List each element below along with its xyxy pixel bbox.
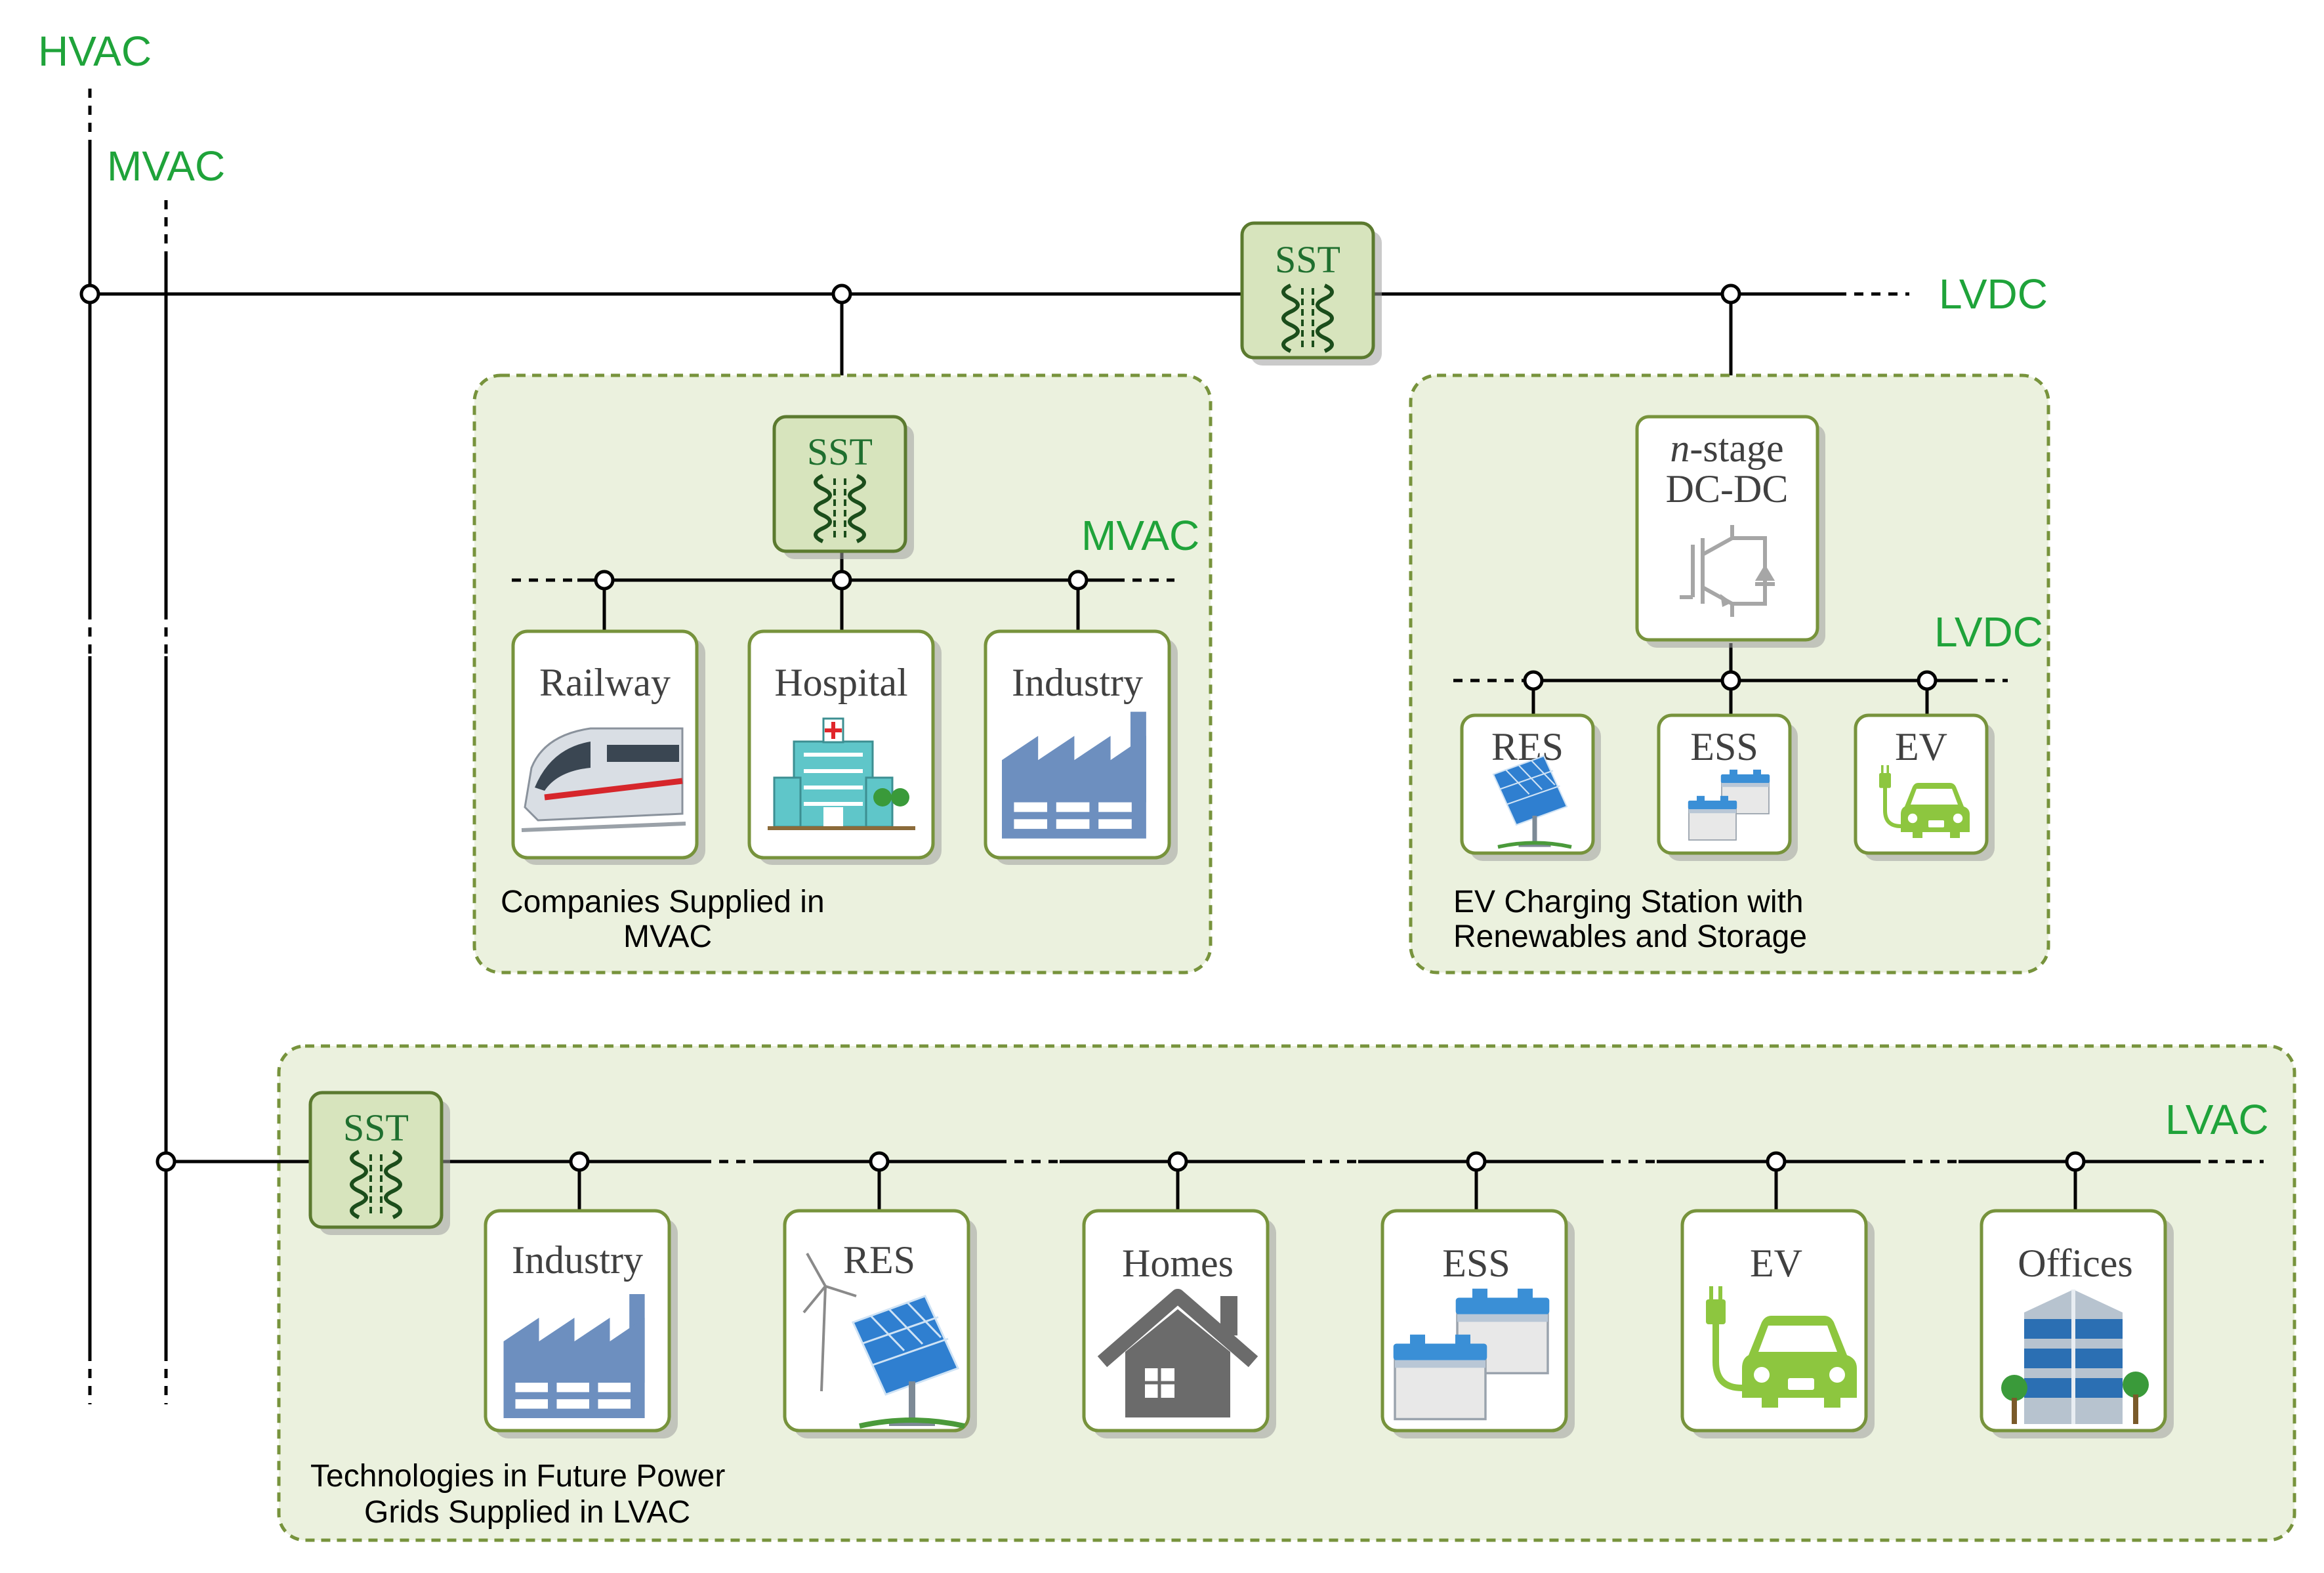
ev-station-group: n-stage DC-DC LVDC (1409, 373, 2050, 975)
battery-icon (1687, 795, 1738, 841)
ev-caption-line2: Renewables and Storage (1453, 919, 1807, 954)
sst-top-label: SST (1275, 238, 1340, 281)
card-offices: Offices (1980, 1209, 2174, 1438)
card-railway-label: Railway (539, 661, 671, 704)
card-industry-mv-label: Industry (1012, 661, 1143, 704)
lvdc-ev-label: LVDC (1934, 608, 2043, 656)
mvac-label: MVAC (107, 142, 225, 190)
ev-caption-line1: EV Charging Station with (1453, 885, 1804, 919)
battery-icon (1392, 1333, 1489, 1421)
card-ev-dc: EV (1854, 713, 1995, 861)
hvac-label: HVAC (38, 28, 152, 75)
sst-lvac: SST (308, 1091, 450, 1235)
card-res-dc: RES (1460, 713, 1601, 861)
card-industry-lv-label: Industry (512, 1238, 643, 1282)
card-homes-label: Homes (1122, 1242, 1234, 1285)
sst-top: SST (1240, 221, 1382, 366)
card-railway: Railway (511, 629, 705, 865)
dcdc-converter: n-stage DC-DC (1635, 415, 1825, 681)
card-ess-dc-label: ESS (1690, 725, 1758, 768)
office-building-icon (2001, 1290, 2149, 1424)
card-homes: Homes (1082, 1209, 1276, 1438)
card-ess-dc: ESS (1657, 713, 1798, 861)
card-ess-lv: ESS (1380, 1209, 1575, 1438)
card-offices-label: Offices (2018, 1242, 2133, 1285)
companies-caption-line2: MVAC (623, 919, 712, 954)
train-icon (521, 727, 686, 832)
card-ess-lv-label: ESS (1442, 1242, 1510, 1285)
lvac-label: LVAC (2165, 1096, 2269, 1143)
hospital-icon (768, 717, 915, 830)
card-res-lv: RES (783, 1209, 977, 1438)
lvac-group: LVAC SST Industry (156, 1044, 2296, 1542)
lvac-caption-line2: Grids Supplied in LVAC (364, 1495, 690, 1530)
card-ev-lv-label: EV (1750, 1242, 1802, 1285)
mvac-companies-label: MVAC (1081, 512, 1199, 559)
converter-line1: n-stage (1670, 427, 1783, 470)
wind-turbine-icon (802, 1253, 857, 1392)
card-hospital: Hospital (747, 629, 942, 865)
card-industry-mv: Industry (984, 629, 1178, 865)
igbt-icon (1680, 525, 1775, 617)
sst-companies-label: SST (807, 430, 873, 473)
companies-caption-line1: Companies Supplied in (501, 885, 825, 919)
sst-lvac-label: SST (343, 1106, 409, 1149)
card-ev-dc-label: EV (1895, 725, 1947, 768)
card-hospital-label: Hospital (774, 661, 907, 704)
sst-companies: SST (772, 415, 914, 559)
converter-line2: DC-DC (1666, 467, 1789, 511)
companies-group: MVAC SST Railway Hospital (472, 373, 1213, 975)
lvdc-top-label: LVDC (1939, 270, 2048, 318)
card-ev-lv: EV (1680, 1209, 1875, 1438)
house-icon (1097, 1289, 1258, 1417)
lvac-caption-line1: Technologies in Future Power (310, 1459, 725, 1494)
card-industry-lv: Industry (484, 1209, 678, 1438)
card-res-lv-label: RES (843, 1238, 915, 1282)
